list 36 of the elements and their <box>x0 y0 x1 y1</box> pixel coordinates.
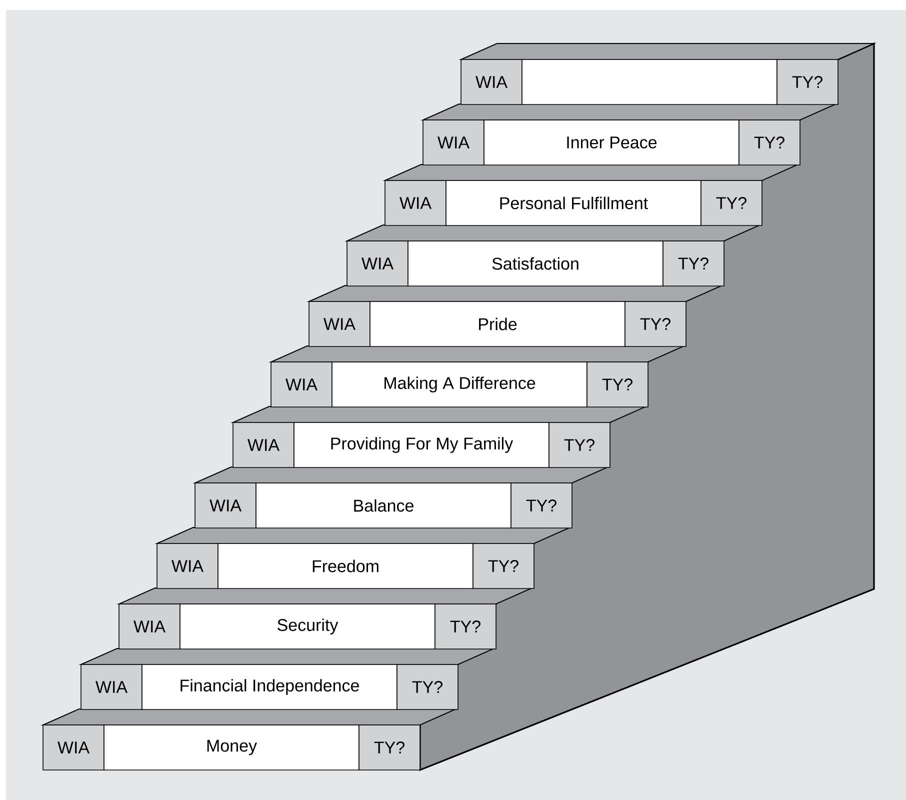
step-tag: WIA <box>194 482 256 528</box>
step-label-box: Making A Difference <box>332 362 588 408</box>
step-label-box: Balance <box>256 482 512 528</box>
step-tag: WIA <box>384 180 446 226</box>
step-tag: WIA <box>42 724 104 770</box>
step-tag: WIA <box>232 422 294 468</box>
step-tag: WIA <box>156 543 218 589</box>
step-label-box: Pride <box>370 301 626 347</box>
step-label-box: Inner Peace <box>484 120 740 166</box>
step-tag: TY? <box>662 240 724 286</box>
step-tag: WIA <box>346 240 408 286</box>
step-tag: WIA <box>270 362 332 408</box>
step-tag: TY? <box>548 422 610 468</box>
step-tag: TY? <box>472 543 534 589</box>
step-tag: WIA <box>308 301 370 347</box>
step-tag: WIA <box>460 59 522 105</box>
step-tag: TY? <box>358 724 420 770</box>
step-label-box: Providing For My Family <box>294 422 550 468</box>
step-tag: TY? <box>738 120 800 166</box>
step-tag: TY? <box>586 362 648 408</box>
step-tag: TY? <box>776 59 838 105</box>
step-tag: TY? <box>396 664 458 710</box>
step-tag: WIA <box>118 604 180 650</box>
step-label-box: Personal Fulfillment <box>446 180 702 226</box>
blank-box <box>522 59 778 105</box>
step-label-box: Freedom <box>218 543 474 589</box>
step-tag: WIA <box>422 120 484 166</box>
step-tag: TY? <box>434 604 496 650</box>
step-label-box: Security <box>180 604 436 650</box>
step-tag: WIA <box>80 664 142 710</box>
step-label-box: Satisfaction <box>408 240 664 286</box>
step-label-box: Money <box>104 724 360 770</box>
step-tag: TY? <box>624 301 686 347</box>
step-tag: TY? <box>700 180 762 226</box>
step-label-box: Financial Independence <box>142 664 398 710</box>
step-tag: TY? <box>510 482 572 528</box>
